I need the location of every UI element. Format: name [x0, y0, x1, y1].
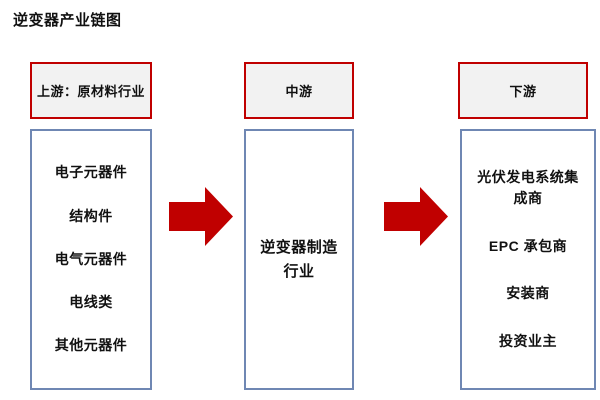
- page-title: 逆变器产业链图: [13, 12, 122, 29]
- right-arrow-shape: [169, 187, 233, 246]
- right-arrow-icon: [384, 187, 448, 246]
- header-midstream: 中游: [244, 62, 354, 119]
- header-upstream: 上游：原材料行业: [30, 62, 152, 119]
- box-downstream-items: 光伏发电系统集 成商 EPC 承包商 安装商 投资业主: [460, 129, 596, 390]
- list-item-upstream: 结构件: [69, 207, 113, 224]
- right-arrow-icon: [169, 187, 233, 246]
- list-item-downstream: EPC 承包商: [488, 237, 568, 254]
- box-midstream-items: 逆变器制造 行业: [244, 129, 354, 390]
- list-item-downstream: 投资业主: [499, 332, 557, 349]
- list-item-upstream: 电气元器件: [54, 250, 128, 267]
- list-item-downstream: 安装商: [506, 285, 550, 302]
- list-item-midstream: 逆变器制造 行业: [260, 239, 338, 280]
- right-arrow-shape: [384, 187, 448, 246]
- list-item-downstream: 光伏发电系统集 成商: [477, 168, 579, 207]
- list-item-upstream: 其他元器件: [54, 336, 128, 353]
- header-downstream: 下游: [458, 62, 588, 119]
- box-upstream-items: 电子元器件 结构件 电气元器件 电线类 其他元器件: [30, 129, 152, 390]
- list-item-upstream: 电线类: [69, 293, 113, 310]
- list-item-upstream: 电子元器件: [54, 164, 128, 181]
